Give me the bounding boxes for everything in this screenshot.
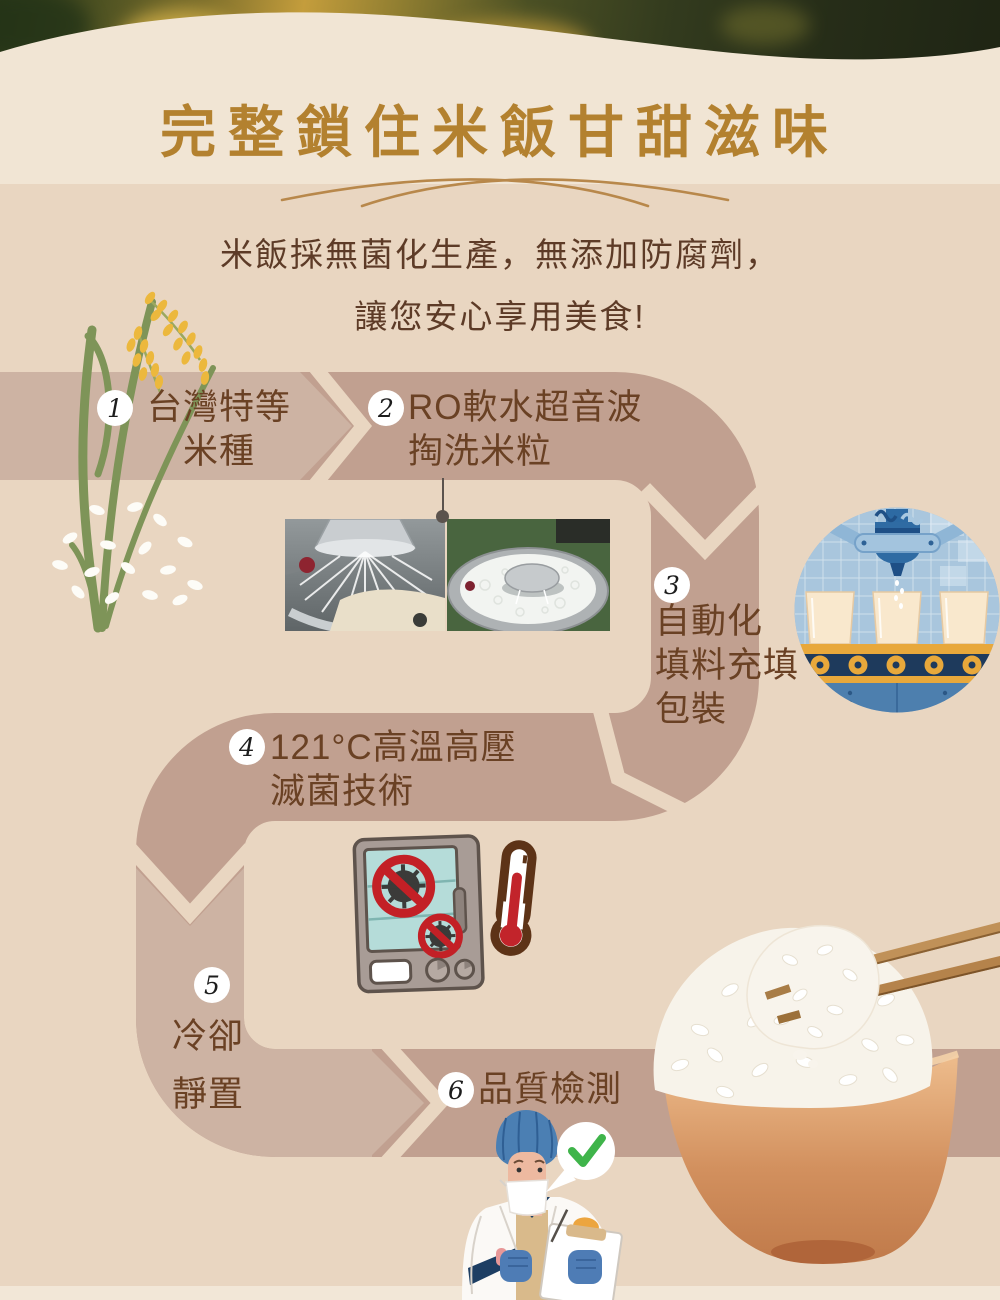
face	[508, 1152, 546, 1206]
step-4-label: 121°C高溫高壓滅菌技術	[270, 728, 517, 811]
rice-field-photo	[0, 0, 1000, 92]
page-title: 完整鎖住米飯甘甜滋味	[160, 100, 840, 166]
subtitle-line-1: 米飯採無菌化生產，無添加防腐劑，	[220, 236, 780, 273]
step-2-badge: 2	[368, 390, 404, 426]
connector-line	[442, 478, 444, 514]
rice-clump	[746, 924, 880, 1050]
footer-strip	[0, 1286, 1000, 1300]
chopsticks	[790, 922, 1000, 1014]
dial-knob-small	[454, 958, 476, 980]
step-5-badge: 5	[194, 967, 230, 1003]
step-2-label: RO軟水超音波掏洗米粒	[408, 388, 643, 471]
dial-knob	[425, 957, 451, 983]
filling-containers	[805, 591, 989, 645]
conveyor-rollers	[810, 655, 982, 675]
step-1-label: 台灣特等米種	[146, 388, 291, 471]
check-bubble	[546, 1122, 615, 1192]
thermometer-icon	[490, 840, 537, 956]
step-3-label: 自動化填料充填包裝	[655, 602, 800, 729]
scattered-rice-grains	[52, 502, 203, 606]
rice-mound	[653, 927, 933, 1108]
washing-photo-left	[285, 519, 445, 631]
gloves	[500, 1250, 602, 1284]
step-6-label: 品質檢測	[478, 1070, 623, 1109]
connector-dot	[436, 510, 449, 523]
subtitle-line-2: 讓您安心享用美食!	[354, 298, 646, 335]
hairnet-cap	[496, 1110, 558, 1168]
no-bacteria-icon-small	[417, 913, 463, 959]
washing-photo-right	[447, 519, 610, 631]
title-background-strip	[0, 88, 1000, 184]
steam-icon	[874, 509, 898, 523]
step-4-badge: 4	[229, 729, 265, 765]
filler-head	[804, 507, 991, 609]
face-mask	[505, 1179, 549, 1216]
step-1-badge: 1	[97, 390, 133, 426]
step-3-badge: 3	[654, 567, 690, 603]
step-6-badge: 6	[438, 1072, 474, 1108]
step-5-label: 冷卻靜置	[172, 1017, 245, 1114]
check-icon	[568, 1134, 606, 1167]
no-bacteria-icon	[372, 854, 436, 918]
